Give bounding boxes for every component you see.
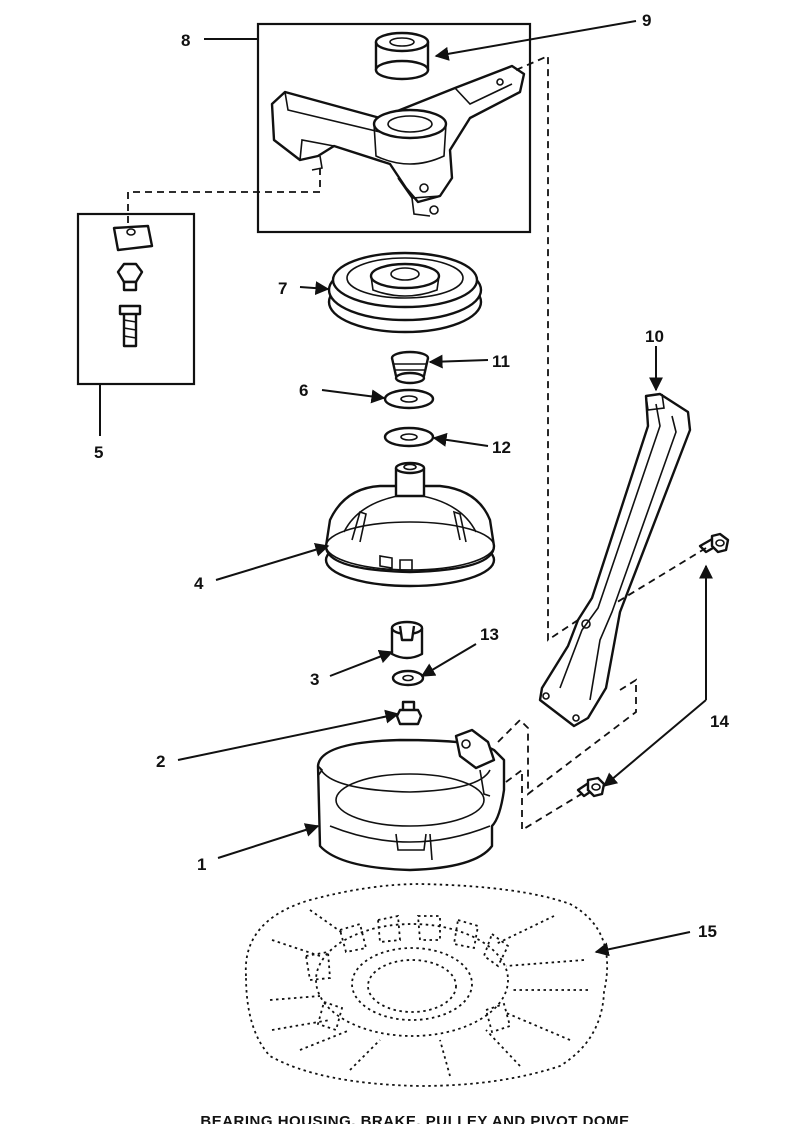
callout-4: 4 [194,574,204,593]
dashed-link-housing-bracket [515,54,579,642]
pulley-part [327,251,483,334]
support-bracket-part [538,392,692,728]
leader-14-lower [602,699,707,787]
leader-9 [434,20,637,61]
washer-6-part [383,388,435,410]
callout-13: 13 [480,625,499,644]
leader-3 [329,650,394,677]
bearing-part [374,31,430,81]
callout-15: 15 [698,922,717,941]
bearing-housing-part [270,64,526,217]
callout-7: 7 [278,279,287,298]
leader-2 [177,709,400,761]
dashed-link-ring-bracket [497,678,637,796]
bolt-2-part [395,700,423,726]
dashed-link-housing-kit [127,168,321,226]
bearing-housing-box [256,22,532,234]
agitator-base-part [244,883,608,1087]
callout-5: 5 [94,443,103,462]
leader-12 [432,432,489,447]
spring-nut-part [390,350,430,385]
callout-8: 8 [181,31,190,50]
washer-12-part [383,426,435,448]
callout-9: 9 [642,11,651,30]
washer-13-part [391,669,425,687]
leader-11 [428,354,489,369]
leader-1 [217,823,320,859]
fastener-kit-parts [112,224,154,348]
callout-2: 2 [156,752,165,771]
brake-ring-part [316,728,506,872]
callout-3: 3 [310,670,319,689]
callout-14: 14 [710,712,729,731]
leader-6 [321,389,386,404]
callout-10: 10 [645,327,664,346]
leader-7 [299,281,330,296]
callout-11: 11 [492,352,510,371]
callout-1: 1 [197,855,206,874]
leader-15 [594,931,691,957]
leader-4 [215,542,330,581]
dashed-link-screw-bracket [613,547,707,605]
diagram-caption: BEARING HOUSING, BRAKE, PULLEY AND PIVOT… [200,1113,629,1124]
fastener-kit-box [76,212,196,386]
dashed-link-ring-screw [505,768,589,832]
leader-13 [420,643,477,677]
pivot-dome-part [324,461,496,588]
callout-6: 6 [299,381,308,400]
callout-12: 12 [492,438,511,457]
cam-part [390,620,424,660]
